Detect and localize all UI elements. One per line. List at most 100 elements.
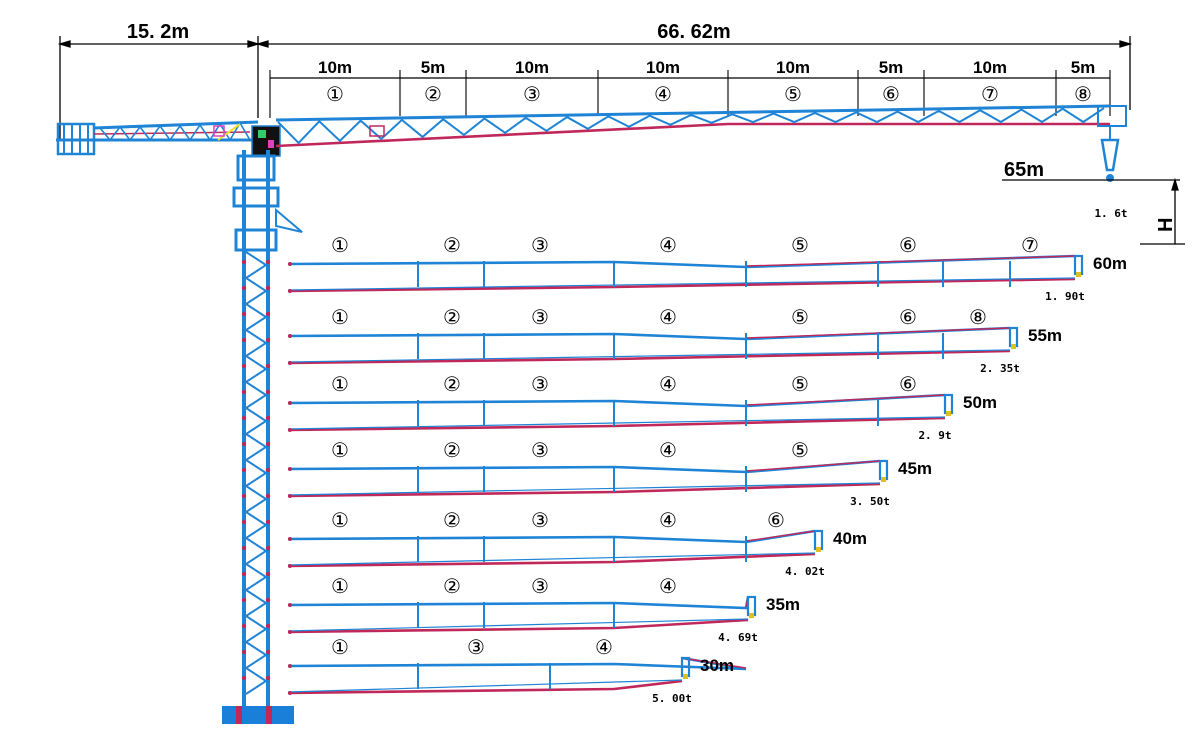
mast-bolt — [241, 519, 247, 525]
config-section-mark: ⑤ — [791, 305, 809, 329]
config-pin — [288, 494, 292, 498]
config-section-mark: ③ — [531, 508, 549, 532]
trolley — [369, 125, 385, 137]
config-lower-chord-edge — [287, 679, 683, 693]
config-length-label: 55m — [1028, 326, 1062, 345]
config-section-mark: ① — [331, 574, 349, 598]
config-section-mark: ④ — [659, 438, 677, 462]
config-section-mark: ② — [443, 305, 461, 329]
config-upper-chord — [287, 596, 750, 610]
config-length-label: 40m — [833, 529, 867, 548]
config-section-mark: ② — [443, 508, 461, 532]
counter-jib — [56, 120, 259, 156]
config-pin — [288, 691, 292, 695]
config-load-label: 2. 35t — [980, 362, 1020, 375]
config-upper-chord-tie — [745, 460, 881, 472]
config-load-label: 4. 02t — [785, 565, 825, 578]
config-pin — [288, 428, 292, 432]
radius-height-marks — [1002, 177, 1185, 245]
section-mark: ⑦ — [981, 82, 999, 106]
config-lower-chord — [287, 349, 1011, 365]
mast-bolt — [241, 441, 247, 447]
config-hook-icon — [1076, 272, 1081, 277]
mast-bolt — [241, 545, 247, 551]
config-pin — [288, 467, 292, 471]
config-pin — [288, 537, 292, 541]
section-mark: ⑧ — [1074, 82, 1092, 106]
config-lower-chord-edge — [287, 482, 881, 496]
segment-length-label: 5m — [1071, 58, 1096, 77]
config-hook-icon — [683, 674, 688, 679]
radius-label: 65m — [1004, 159, 1044, 181]
mast-bolt — [241, 337, 247, 343]
climbing-bracket — [275, 207, 303, 233]
config-hook-icon — [1011, 344, 1016, 349]
base-anchor — [236, 706, 242, 724]
section-mark: ② — [424, 82, 442, 106]
mast-bolt — [265, 571, 271, 577]
mast-bolt — [265, 311, 271, 317]
config-lower-chord-edge — [287, 618, 749, 632]
config-upper-chord-tie — [745, 530, 816, 542]
mast-bolt — [241, 623, 247, 629]
main-tip-load: 1. 6t — [1094, 207, 1127, 220]
mast-bolt — [241, 311, 247, 317]
counter-jib-lacing — [99, 121, 251, 142]
config-upper-chord — [287, 459, 881, 474]
config-section-mark: ⑤ — [791, 438, 809, 462]
mast-bolt — [265, 441, 271, 447]
config-section-mark: ⑥ — [767, 508, 785, 532]
config-lower-chord — [287, 277, 1076, 293]
config-section-mark: ④ — [659, 508, 677, 532]
jib-config-40m: 40m 4. 02t ① ② ③ ④ ⑥ — [287, 508, 867, 578]
config-upper-chord-tie — [745, 255, 1076, 267]
config-section-mark: ① — [331, 372, 349, 396]
arrow-head — [255, 40, 269, 48]
config-pin — [288, 361, 292, 365]
segment-length-label: 10m — [776, 58, 810, 77]
mast-bolt — [265, 493, 271, 499]
jib-total-length: 66. 62m — [657, 21, 730, 43]
config-lower-chord — [287, 552, 816, 568]
section-mark: ① — [326, 82, 344, 106]
config-load-label: 5. 00t — [652, 692, 692, 705]
config-section-mark: ② — [443, 574, 461, 598]
mast-base — [222, 706, 294, 724]
config-section-mark: ① — [331, 508, 349, 532]
config-tip-frame — [943, 393, 954, 415]
config-section-mark: ② — [443, 233, 461, 257]
mast-bolt — [241, 285, 247, 291]
hook-block — [1100, 126, 1120, 182]
section-mark: ⑥ — [882, 82, 900, 106]
winch-unit — [213, 125, 225, 137]
config-section-mark: ③ — [531, 305, 549, 329]
config-length-label: 30m — [700, 656, 734, 675]
config-lower-chord-edge — [287, 416, 946, 430]
arrow-head — [57, 40, 71, 48]
config-load-label: 4. 69t — [718, 631, 758, 644]
config-upper-chord — [287, 326, 1011, 341]
config-tip-frame — [746, 595, 757, 617]
config-section-mark: ⑤ — [791, 233, 809, 257]
config-tip-frame — [813, 529, 824, 551]
config-pin — [288, 289, 292, 293]
config-length-label: 35m — [766, 595, 800, 614]
config-upper-chord — [287, 254, 1076, 269]
slewing-platform — [232, 186, 280, 208]
mast-bolt — [241, 571, 247, 577]
mast-bolt — [241, 597, 247, 603]
config-lower-chord-edge — [287, 349, 1011, 363]
arrow-head — [1119, 40, 1133, 48]
mast-bolt — [265, 389, 271, 395]
config-section-mark: ① — [331, 438, 349, 462]
config-section-mark: ⑤ — [791, 372, 809, 396]
counter-jib-brace — [217, 123, 241, 141]
config-hook-icon — [881, 477, 886, 482]
mast-bolt — [241, 675, 247, 681]
config-section-mark: ⑦ — [1021, 233, 1039, 257]
mast-bolt — [265, 259, 271, 265]
